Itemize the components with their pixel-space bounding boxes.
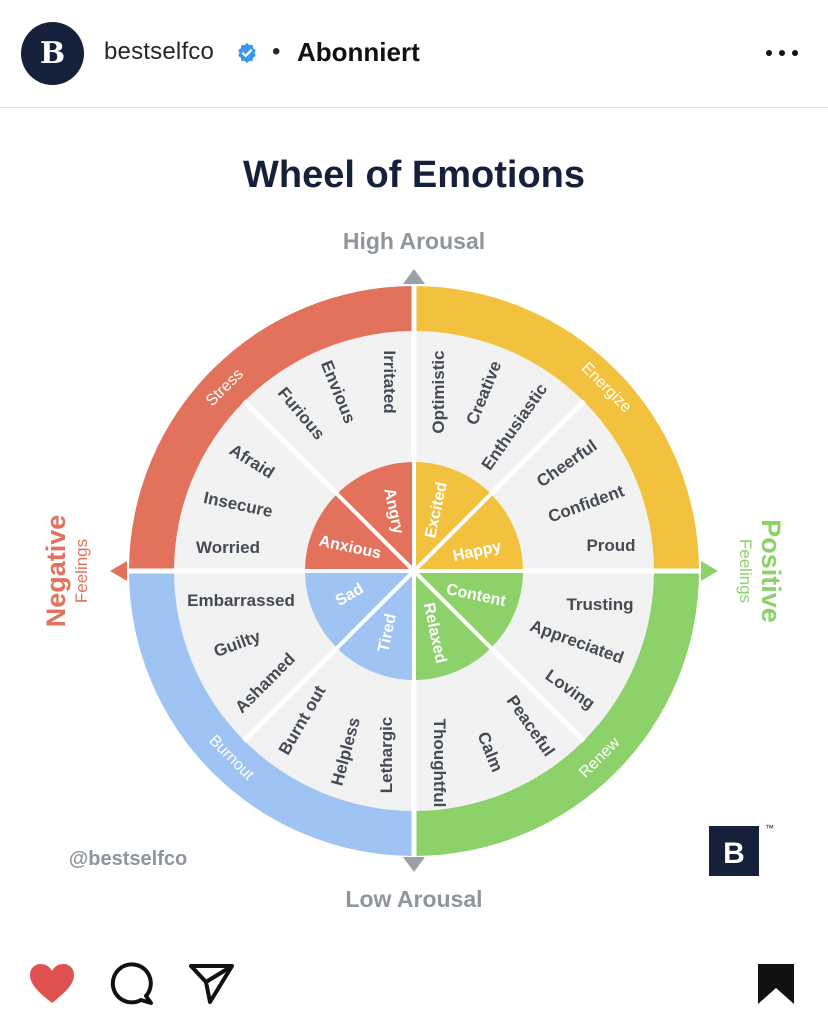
avatar[interactable]: B [21,22,84,85]
core-wedge-tired [337,571,414,680]
share-icon[interactable] [188,962,236,1006]
core-wedge-excited [414,462,491,571]
arrow-right-icon [701,561,718,581]
low-arousal-label: Low Arousal [345,886,482,912]
word-trusting: Trusting [566,595,633,614]
username-link[interactable]: bestselfco [104,38,215,65]
more-dots-icon[interactable] [766,46,800,60]
negative-sub-label: Feelings [72,539,91,603]
core-wedge-sad [305,571,414,648]
wheel-title: Wheel of Emotions [243,154,585,196]
word-embarrassed: Embarrassed [187,591,295,610]
post-image[interactable]: Wheel of Emotions High Arousal Low Arous… [0,109,828,935]
follow-status-button[interactable]: Abonniert [297,37,420,67]
core-wedge-happy [414,494,523,571]
brand-logo-letter: B [723,837,745,870]
core-wedge-anxious [305,494,414,571]
word-worried: Worried [196,538,260,557]
brand-logo [709,826,759,876]
word-proud: Proud [586,536,635,555]
positive-sub-label: Feelings [736,539,755,603]
word-optimistic: Optimistic [429,350,448,433]
core-wedge-content [414,571,523,648]
arrow-left-icon [110,561,127,581]
brand-logo-tm: ™ [765,823,774,833]
bookmark-filled-icon[interactable] [756,962,796,1006]
wheel-of-emotions-graphic: Wheel of Emotions High Arousal Low Arous… [41,154,786,912]
positive-label: Positive [756,519,786,623]
comment-icon[interactable] [108,962,156,1006]
high-arousal-label: High Arousal [343,228,485,254]
core-wedge-relaxed [414,571,491,680]
separator-dot: • [272,38,281,65]
heart-filled-icon[interactable] [28,962,76,1006]
core-dividers [305,462,523,680]
core-wedge-angry [337,462,414,571]
word-irritated: Irritated [380,350,399,413]
negative-label: Negative [41,515,71,628]
arrow-up-icon [403,269,425,284]
post-actions-bar [0,945,828,1019]
arrow-down-icon [403,857,425,872]
verified-badge-icon [238,42,256,64]
post-header: B bestselfco • Abonniert [0,0,828,108]
watermark-handle: @bestselfco [69,848,187,870]
word-lethargic: Lethargic [377,717,396,794]
word-thoughtful: Thoughtful [430,719,449,808]
